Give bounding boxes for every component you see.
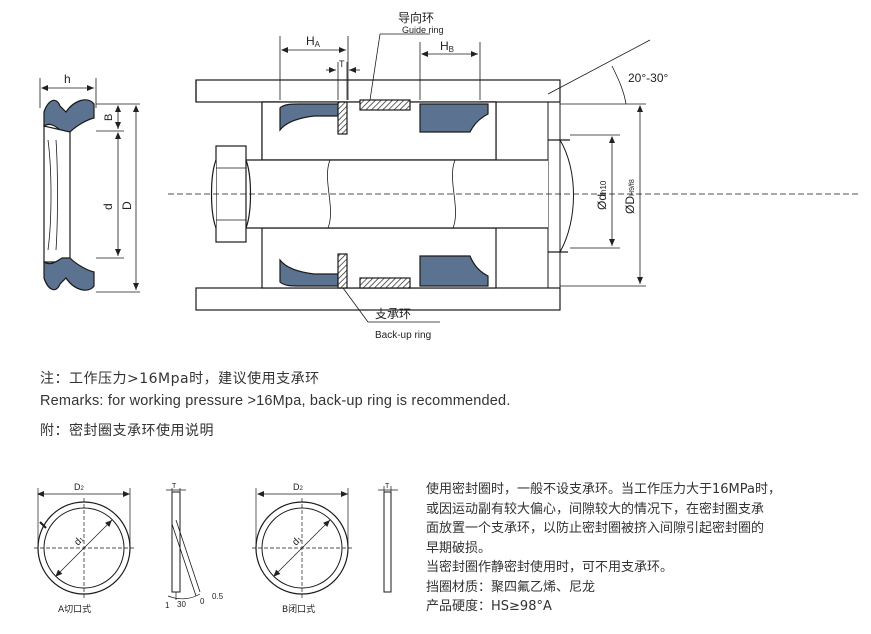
note-line-en: Remarks: for working pressure >16Mpa, ba…	[40, 393, 511, 409]
ring-a-angle-05: 0.5	[212, 592, 224, 601]
label-hb: HB	[440, 39, 454, 54]
label-D: D	[120, 201, 134, 210]
usage-description: 使用密封圈时，一般不设支承环。当工作压力大于16MPa时， 或因运动副有较大偏心…	[426, 480, 866, 617]
seal-upper-lip	[43, 99, 95, 133]
ring-b-d1: d1	[290, 534, 305, 549]
ring-b-d2: D2	[293, 482, 304, 492]
label-dh10: Ødh10	[595, 180, 609, 210]
label-d: d	[101, 203, 115, 210]
ring-a-angle-30: 30	[177, 600, 186, 609]
dim-b-d-D	[96, 103, 140, 293]
desc-hardness: 产品硬度：HS≥98°A	[426, 599, 552, 614]
note-line-cn: 注：工作压力>16Mpa时，建议使用支承环	[40, 371, 320, 387]
dim-h	[39, 78, 97, 108]
seal-lower-lip	[43, 257, 95, 291]
ring-a-side	[166, 488, 201, 600]
desc-line: 面放置一个支承环，以防止密封圈被挤入间隙引起密封圈的	[426, 521, 765, 536]
label-guide-ring-en: Guide ring	[402, 25, 444, 35]
ring-a-d2: D2	[74, 482, 85, 492]
label-dh9: ØDH9/f8	[623, 179, 637, 214]
note-attachment-title: 附：密封圈支承环使用说明	[40, 423, 214, 439]
label-h: h	[64, 72, 71, 86]
label-b: B	[103, 114, 115, 121]
label-backup-ring-en: Back-up ring	[375, 330, 431, 341]
desc-line: 当密封圈作静密封使用时，可不用支承环。	[426, 560, 674, 575]
desc-line: 或因运动副有较大偏心，间隙较大的情况下，在密封圈支承	[426, 501, 765, 517]
ring-a-angle-0: 0	[200, 597, 205, 606]
ring-b-caption: B闭口式	[282, 603, 315, 615]
top-guide-ring	[359, 99, 411, 111]
label-guide-ring-cn: 导向环	[398, 10, 434, 25]
ring-a-caption: A切口式	[58, 603, 91, 615]
top-right-seal	[419, 103, 489, 133]
assembly-view	[168, 79, 860, 311]
ring-b-side	[378, 486, 398, 593]
label-t: T	[339, 59, 345, 69]
label-backup-ring-cn: 支承环	[375, 307, 411, 321]
dim-top	[279, 33, 651, 323]
ring-a-t: T	[172, 483, 177, 490]
bottom-right-seal	[419, 255, 489, 287]
top-backup-ring	[337, 101, 348, 135]
desc-line: 早期破损。	[426, 540, 492, 556]
desc-material: 挡圈材质：聚四氟乙烯、尼龙	[426, 579, 596, 595]
label-ha: HA	[306, 34, 321, 49]
label-angle: 20°-30°	[628, 71, 668, 85]
ring-b-closed	[252, 488, 352, 598]
ring-a-angle-1: 1	[165, 601, 170, 610]
seal-cross-section	[43, 99, 95, 291]
desc-line: 使用密封圈时，一般不设支承环。当工作压力大于16MPa时，	[426, 482, 781, 497]
ring-a-d1: d1	[72, 534, 87, 549]
bottom-guide-ring	[359, 277, 411, 289]
bottom-backup-ring	[337, 253, 348, 289]
ring-a-cut	[34, 488, 134, 598]
ring-b-t: T	[385, 483, 390, 490]
